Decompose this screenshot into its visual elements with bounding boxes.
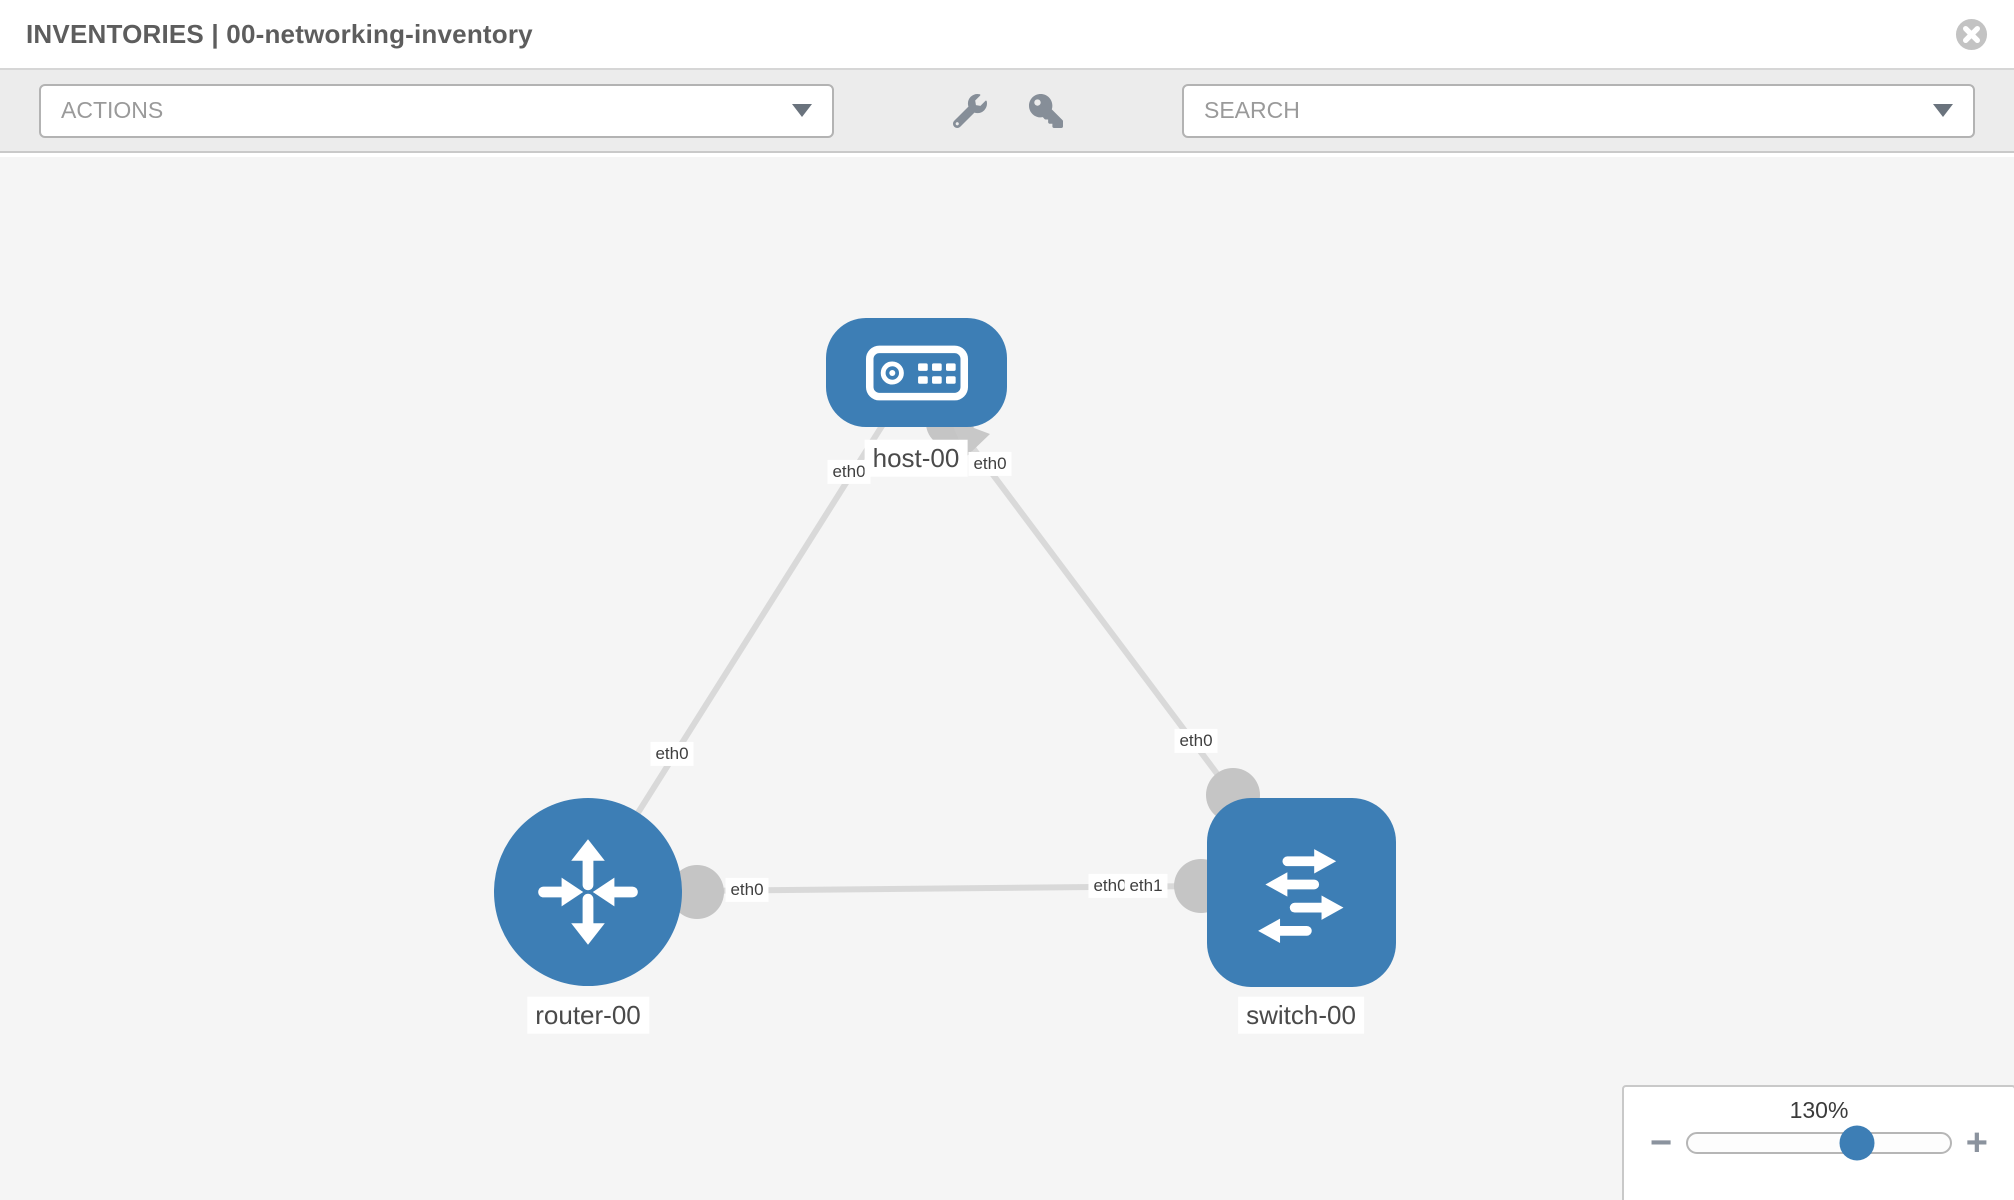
edge-arrowhead-host	[950, 419, 990, 457]
node-host-00[interactable]	[826, 318, 1007, 427]
toolbar: ACTIONS SEARCH	[0, 70, 2014, 153]
node-switch-00[interactable]	[1207, 798, 1396, 987]
actions-dropdown-label: ACTIONS	[61, 97, 164, 123]
zoom-slider-thumb[interactable]	[1839, 1125, 1875, 1161]
interface-label: eth0	[1088, 873, 1132, 899]
edge-host-router[interactable]	[585, 370, 919, 894]
switch-icon	[1257, 848, 1343, 943]
topology-edges-layer	[585, 370, 1260, 919]
interface-label: eth0	[1174, 728, 1218, 754]
zoom-level: 130%	[1789, 1097, 1849, 1123]
key-icon[interactable]	[1029, 93, 1063, 128]
search-dropdown[interactable]: SEARCH	[1182, 83, 1975, 138]
interface-label: eth0	[827, 459, 871, 485]
interface-label: eth1	[1124, 873, 1168, 899]
endpoint-dot-router-right	[670, 865, 724, 919]
node-router-00[interactable]	[494, 798, 682, 986]
page-title: INVENTORIES | 00-networking-inventory	[26, 18, 533, 49]
zoom-panel: 130% − +	[1622, 1085, 2014, 1200]
search-dropdown-label: SEARCH	[1204, 97, 1300, 123]
interface-label: eth0	[968, 451, 1012, 477]
interface-label: eth0	[650, 741, 694, 767]
node-label-host: host-00	[864, 439, 968, 477]
chevron-down-icon	[1933, 104, 1953, 117]
topology-canvas[interactable]: host-00 router-00 switch-00 eth0 eth0 et…	[0, 157, 2014, 1200]
node-label-router: router-00	[527, 996, 649, 1034]
wrench-icon[interactable]	[953, 93, 987, 128]
zoom-slider[interactable]	[1686, 1125, 1952, 1161]
close-icon[interactable]	[1955, 18, 1988, 51]
router-icon	[538, 839, 638, 945]
interface-label: eth0	[725, 877, 769, 903]
toolbar-tools	[834, 93, 1182, 128]
zoom-out-button[interactable]: −	[1650, 1122, 1673, 1164]
header: INVENTORIES | 00-networking-inventory	[0, 0, 2014, 70]
host-icon	[865, 345, 968, 400]
actions-dropdown[interactable]: ACTIONS	[39, 83, 834, 138]
node-label-switch: switch-00	[1238, 996, 1364, 1034]
zoom-slider-row: − +	[1624, 1122, 2014, 1164]
zoom-in-button[interactable]: +	[1965, 1122, 1988, 1164]
chevron-down-icon	[792, 104, 812, 117]
